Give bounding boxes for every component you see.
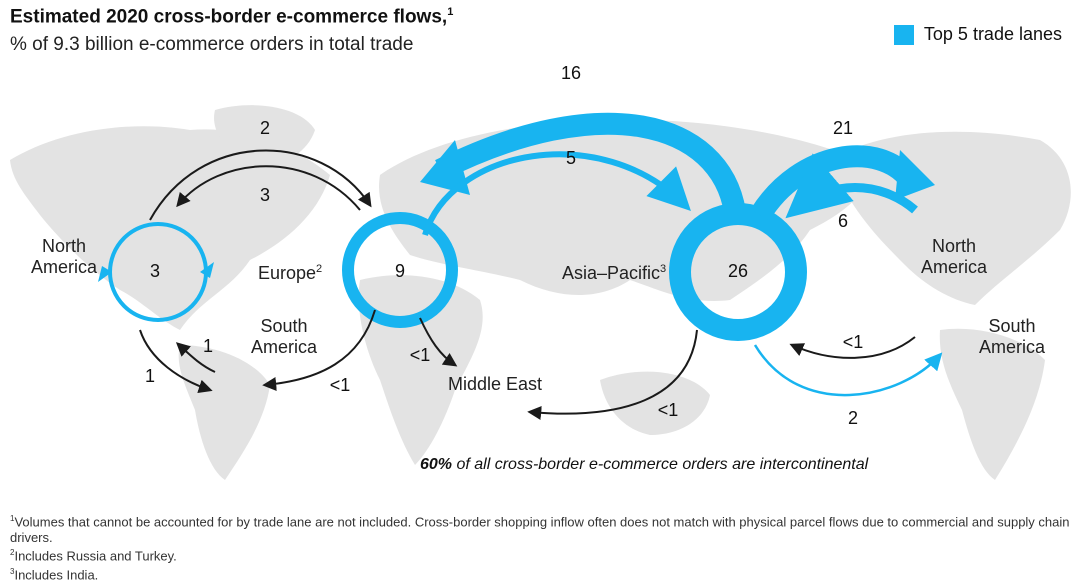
- flow-apac-to-sa-east: [753, 344, 943, 397]
- flow-apac-to-na-head: [895, 150, 935, 200]
- value-europe-to-apac: 5: [565, 148, 577, 168]
- flow-na-to-apac: [785, 153, 918, 219]
- flow-europe-to-na: [176, 165, 361, 211]
- flow-sa-to-apac: [789, 336, 916, 359]
- land-africa: [358, 275, 483, 465]
- value-na-to-sa: 1: [144, 366, 156, 386]
- value-na-to-apac: 6: [837, 211, 849, 231]
- land-north-america-west: [10, 126, 330, 330]
- value-sa-to-na: 1: [202, 336, 214, 356]
- land-south-america-west: [178, 345, 270, 480]
- label-south-america-west: South America: [250, 316, 317, 357]
- land-south-america-east: [939, 328, 1045, 480]
- land-australia: [600, 371, 710, 435]
- flow-europe-to-me: [419, 317, 458, 367]
- intercontinental-note: 60% of all cross-border e-commerce order…: [420, 456, 869, 473]
- flow-na-to-sa: [139, 329, 213, 394]
- value-apac-to-sa: <1: [657, 400, 679, 420]
- legend-label: Top 5 trade lanes: [923, 24, 1062, 44]
- flow-europe-to-apac: [422, 151, 691, 236]
- label-north-america-east: North America: [920, 236, 987, 277]
- flow-apac-domestic: [669, 203, 807, 341]
- chart-title: Estimated 2020 cross-border e-commerce f…: [10, 6, 454, 28]
- flow-apac-to-sa: [527, 329, 698, 420]
- label-asia-pacific: Asia–Pacific3: [562, 263, 667, 283]
- value-na-to-europe: 2: [259, 118, 271, 138]
- value-europe-to-na: 3: [259, 185, 271, 205]
- value-europe-domestic: 9: [394, 261, 406, 281]
- legend: Top 5 trade lanes: [893, 24, 1062, 45]
- world-map: [10, 105, 1071, 480]
- flow-europe-to-sa: [262, 309, 376, 391]
- value-sa-to-apac: <1: [842, 332, 864, 352]
- flow-na-domestic-head2: [98, 266, 112, 282]
- footnotes: 1Volumes that cannot be accounted for by…: [10, 511, 1070, 583]
- label-europe: Europe2: [258, 263, 323, 283]
- other-lanes: [139, 149, 916, 420]
- flow-apac-to-europe: [435, 112, 746, 215]
- top-lanes: [98, 112, 943, 397]
- footnote-3: 3Includes India.: [10, 567, 99, 583]
- flow-sa-to-na: [175, 342, 216, 373]
- flow-apac-to-europe-head: [420, 140, 470, 195]
- value-apac-domestic: 26: [727, 261, 749, 281]
- chart-subtitle: % of 9.3 billion e-commerce orders in to…: [10, 34, 414, 55]
- value-europe-to-me: <1: [409, 345, 431, 365]
- value-apac-to-sa-east: 2: [847, 408, 859, 428]
- value-na-domestic: 3: [149, 261, 161, 281]
- footnote-2: 2Includes Russia and Turkey.: [10, 548, 177, 564]
- value-apac-to-europe: 16: [560, 63, 582, 83]
- flow-na-domestic-head1: [200, 262, 214, 278]
- label-middle-east: Middle East: [448, 374, 543, 394]
- footnote-1: 1Volumes that cannot be accounted for by…: [10, 514, 1070, 545]
- land-greenland: [214, 105, 315, 164]
- legend-swatch: [893, 24, 914, 45]
- land-masses: [10, 105, 1071, 480]
- flow-europe-domestic: [342, 212, 458, 328]
- value-europe-to-sa: <1: [329, 375, 351, 395]
- label-north-america-west: North America: [30, 236, 97, 277]
- value-apac-to-na: 21: [832, 118, 854, 138]
- label-south-america-east: South America: [978, 316, 1045, 357]
- flow-na-to-europe: [149, 149, 372, 221]
